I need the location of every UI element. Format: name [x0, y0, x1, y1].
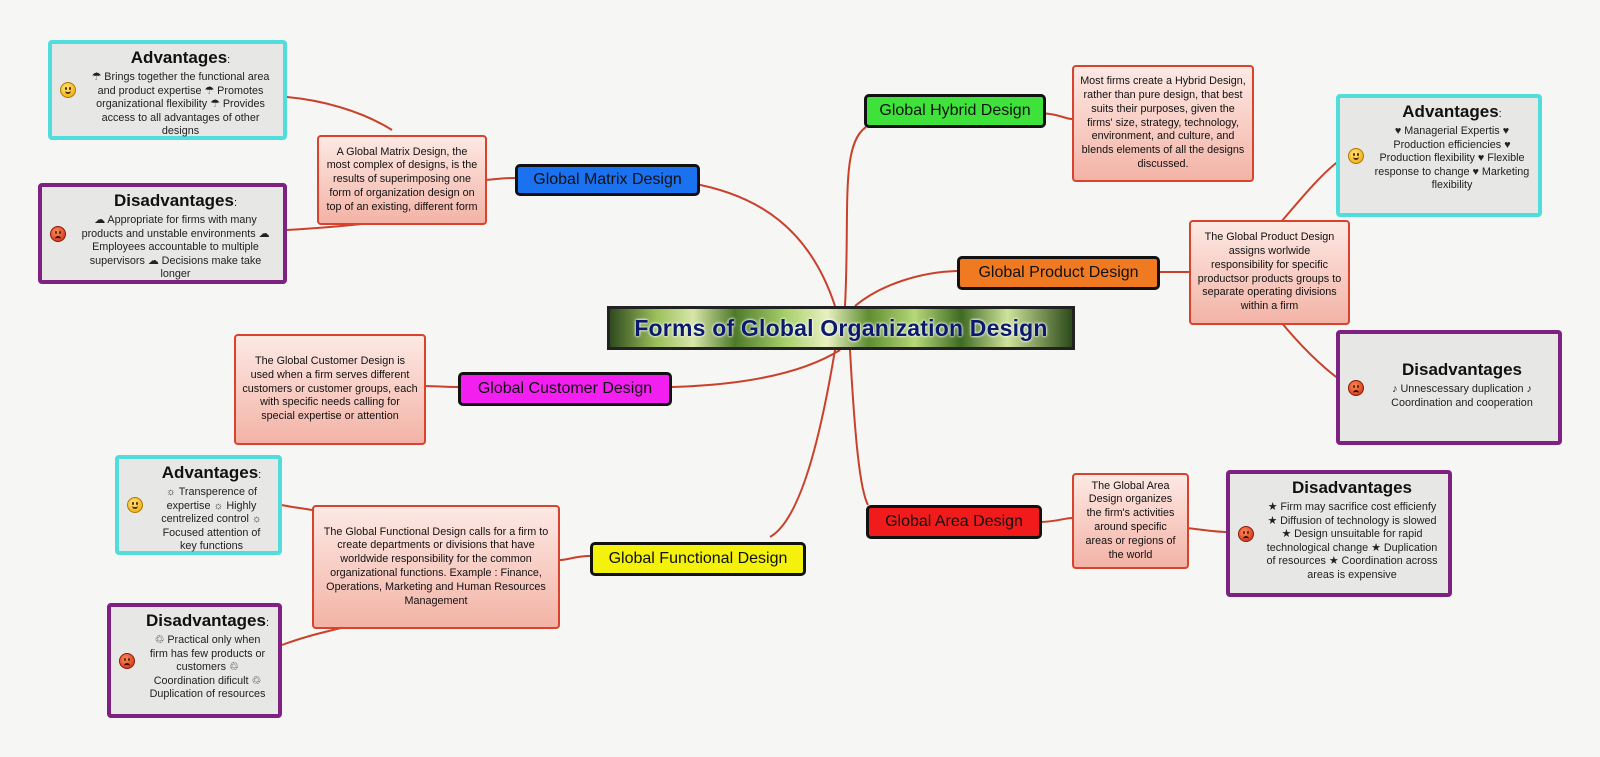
customer-description[interactable]: The Global Customer Design is used when … [234, 334, 426, 445]
connector-center-matrix [689, 182, 836, 307]
connector-matrix-adv [286, 96, 393, 131]
functional-description[interactable]: The Global Functional Design calls for a… [312, 505, 560, 629]
product-disadvantages-body: ♪ Unnescessary duplication ♪ Coordinatio… [1391, 383, 1533, 409]
customer-description-text: The Global Customer Design is used when … [242, 355, 418, 423]
connector-product-adv [1280, 159, 1341, 223]
branch-hybrid-label: Global Hybrid Design [879, 102, 1031, 119]
branch-area-label: Global Area Design [885, 513, 1023, 530]
happy-face-icon [1348, 147, 1364, 164]
branch-hybrid-design[interactable]: Global Hybrid Design [864, 94, 1046, 128]
functional-advantages-title: Advantages: [161, 463, 262, 482]
matrix-advantages-title: Advantages: [130, 48, 231, 67]
angry-face-icon [50, 225, 66, 242]
functional-disadvantages-card[interactable]: Disadvantages: ♲ Practical only when fir… [107, 603, 282, 718]
angry-face-icon [119, 652, 135, 669]
branch-product-design[interactable]: Global Product Design [957, 256, 1160, 290]
functional-advantages-card[interactable]: Advantages: ☼ Transperence of expertise … [115, 455, 282, 555]
connector-functional-adv [281, 504, 313, 511]
connector-area-dis [1186, 527, 1229, 533]
product-advantages-body: ♥ Managerial Expertis ♥ Production effic… [1374, 125, 1530, 191]
matrix-disadvantages-body: ☁ Appropriate for firms with many produc… [81, 214, 270, 280]
product-disadvantages-title: Disadvantages [1402, 360, 1522, 379]
connector-area-desc [1039, 517, 1073, 523]
branch-matrix-design[interactable]: Global Matrix Design [515, 164, 700, 196]
branch-functional-design[interactable]: Global Functional Design [590, 542, 806, 576]
functional-disadvantages-body: ♲ Practical only when firm has few produ… [149, 634, 266, 700]
branch-functional-label: Global Functional Design [608, 550, 788, 567]
branch-area-design[interactable]: Global Area Design [866, 505, 1042, 539]
connector-center-product [854, 270, 958, 307]
area-description[interactable]: The Global Area Design organizes the fir… [1072, 473, 1189, 569]
connector-functional-desc [559, 555, 591, 561]
happy-face-icon [60, 82, 76, 98]
connector-center-functional [769, 349, 836, 538]
product-advantages-card[interactable]: Advantages: ♥ Managerial Expertis ♥ Prod… [1336, 94, 1542, 217]
angry-face-icon [1238, 525, 1254, 542]
branch-matrix-label: Global Matrix Design [533, 171, 682, 188]
central-topic[interactable]: Forms of Global Organization Design [607, 306, 1075, 350]
matrix-disadvantages-title: Disadvantages: [113, 191, 238, 210]
product-disadvantages-card[interactable]: Disadvantages ♪ Unnescessary duplication… [1336, 330, 1562, 445]
happy-face-icon [127, 497, 143, 513]
area-disadvantages-card[interactable]: Disadvantages ★ Firm may sacrifice cost … [1226, 470, 1452, 597]
branch-customer-design[interactable]: Global Customer Design [458, 372, 672, 406]
functional-advantages-body: ☼ Transperence of expertise ☼ Highly cen… [161, 486, 262, 552]
connector-center-hybrid [844, 126, 867, 307]
functional-description-text: The Global Functional Design calls for a… [323, 525, 549, 607]
connector-customer-desc [423, 385, 459, 388]
product-description-text: The Global Product Design assigns worlwi… [1197, 231, 1342, 313]
product-advantages-title: Advantages: [1402, 102, 1502, 121]
central-topic-title: Forms of Global Organization Design [634, 314, 1048, 341]
hybrid-description-text: Most firms create a Hybrid Design, rathe… [1080, 75, 1246, 170]
hybrid-description[interactable]: Most firms create a Hybrid Design, rathe… [1072, 65, 1254, 182]
area-disadvantages-title: Disadvantages [1292, 478, 1412, 497]
matrix-advantages-card[interactable]: Advantages: ☂ Brings together the functi… [48, 40, 287, 140]
matrix-description[interactable]: A Global Matrix Design, the most complex… [317, 135, 487, 225]
angry-face-icon [1348, 379, 1364, 396]
matrix-disadvantages-card[interactable]: Disadvantages: ☁ Appropriate for firms w… [38, 183, 287, 284]
matrix-description-text: A Global Matrix Design, the most complex… [326, 145, 478, 213]
connector-center-area [849, 349, 869, 506]
functional-disadvantages-title: Disadvantages: [145, 611, 270, 630]
connector-product-dis [1280, 321, 1341, 381]
connector-center-customer [671, 349, 841, 388]
area-description-text: The Global Area Design organizes the fir… [1085, 479, 1176, 561]
area-disadvantages-body: ★ Firm may sacrifice cost efficienfy ★ D… [1266, 501, 1438, 581]
branch-customer-label: Global Customer Design [477, 380, 653, 397]
product-description[interactable]: The Global Product Design assigns worlwi… [1189, 220, 1350, 325]
matrix-advantages-body: ☂ Brings together the functional area an… [91, 71, 270, 137]
branch-product-label: Global Product Design [978, 264, 1139, 281]
